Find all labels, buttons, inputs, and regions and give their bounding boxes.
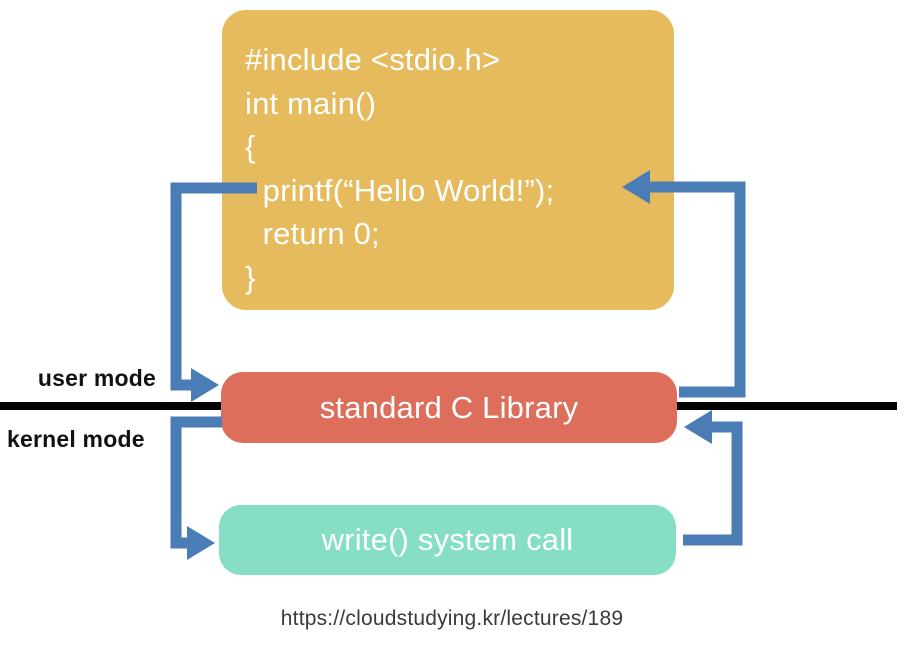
code-line: #include <stdio.h> — [245, 42, 501, 77]
code-line: return 0; — [245, 216, 380, 251]
stdlib-box-label: standard C Library — [319, 389, 579, 425]
user-mode-label: user mode — [37, 365, 156, 391]
syscall-box: write() system call — [219, 505, 676, 575]
code-line: { — [245, 129, 256, 164]
syscall-box-label: write() system call — [321, 522, 574, 557]
kernel-mode-label: kernel mode — [7, 426, 145, 452]
code-line-printf: printf(“Hello World!”); — [245, 172, 555, 208]
source-url-caption: https://cloudstudying.kr/lectures/189 — [280, 607, 624, 630]
code-line: int main() — [245, 85, 377, 121]
code-box: #include <stdio.h> int main() { printf(“… — [222, 10, 674, 310]
code-line: } — [245, 259, 256, 295]
stdlib-box: standard C Library — [221, 372, 677, 443]
arrow-call-stdlib-to-write — [170, 416, 222, 560]
arrow-return-write-to-stdlib — [683, 410, 743, 546]
